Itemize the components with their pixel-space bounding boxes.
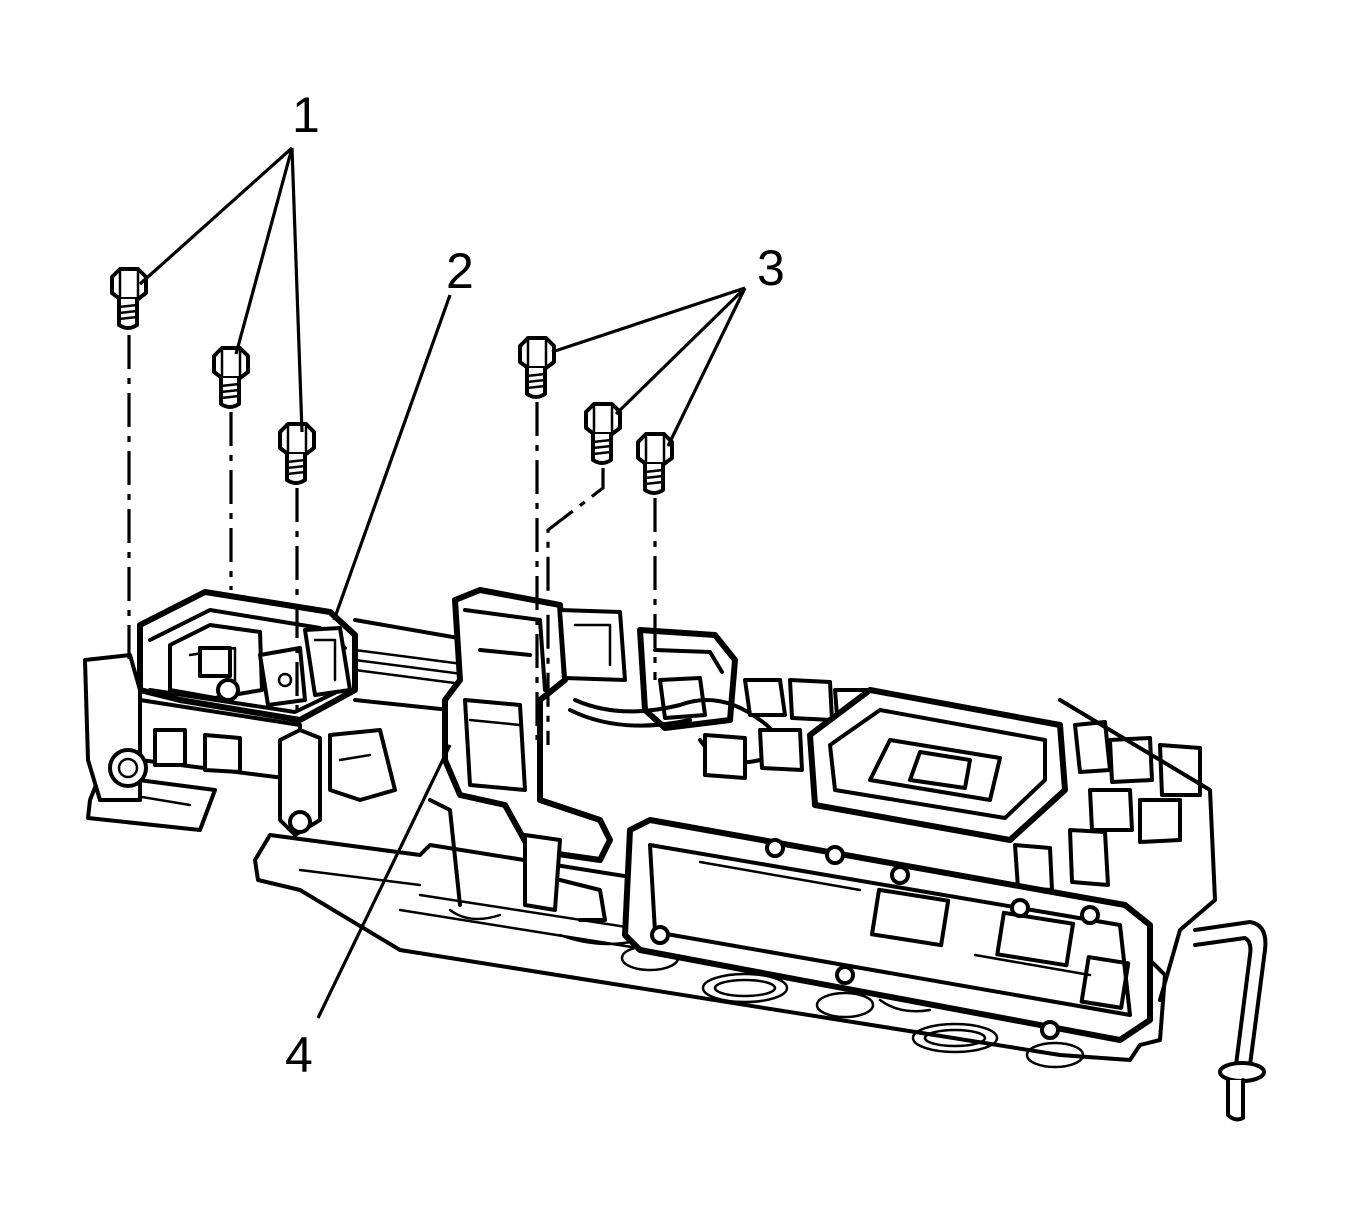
bolt-1a [110,267,148,330]
leader-3c [666,287,747,447]
bolt-3c [636,432,674,495]
leader-1a [138,146,294,286]
axis-line-3b [546,468,605,745]
leader-1b [234,147,294,355]
right-main-module [558,608,1217,1043]
callout-1: 1 [292,87,320,143]
leader-4 [316,744,452,1019]
bolt-3b [584,402,622,465]
bolt-1c [278,422,316,485]
coolant-pipe [1193,920,1268,1122]
leader-lines [138,146,747,1019]
leader-1c [290,147,304,433]
center-connector-module [428,587,613,922]
leader-3a [551,286,746,354]
callout-3: 3 [757,240,785,296]
callout-labels: 1 2 3 4 [285,87,785,1083]
bolt-3a [518,336,556,399]
bolt-1b [212,346,250,409]
install-axis-lines [127,335,657,745]
callout-4: 4 [285,1027,313,1083]
leader-3b [614,286,747,416]
left-busbar-module [83,589,472,837]
callout-2: 2 [446,243,474,299]
bolts [110,267,674,495]
leader-2 [332,294,452,621]
